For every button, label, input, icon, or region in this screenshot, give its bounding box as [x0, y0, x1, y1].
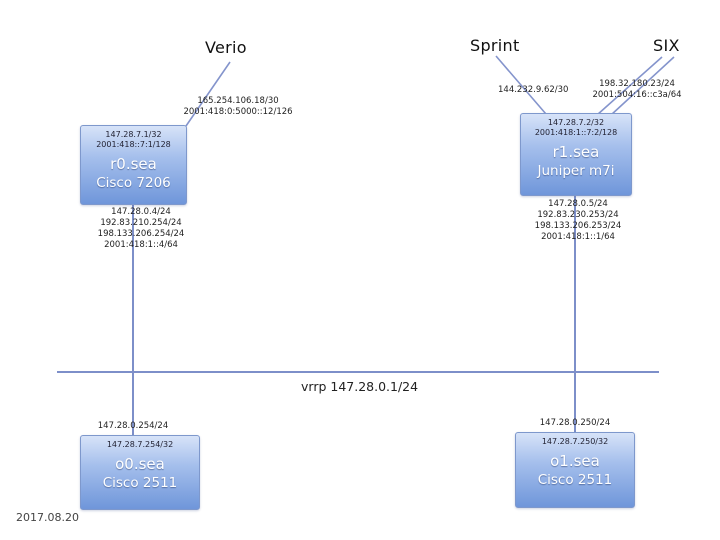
- r1-lan-3: 198.133.206.253/24: [534, 221, 622, 231]
- o1-lan-address: 147.28.0.250/24: [539, 418, 611, 428]
- r1-model: Juniper m7i: [537, 163, 615, 179]
- o0-model: Cisco 2511: [102, 475, 178, 491]
- provider-label-six: SIX: [653, 36, 680, 55]
- node-r0: 147.28.7.1/32 2001:418::7:1/128 r0.sea C…: [80, 125, 187, 205]
- o0-loopback: 147.28.7.254/32: [106, 440, 174, 449]
- provider-label-verio: Verio: [205, 38, 247, 57]
- r1-lan-2: 192.83.230.253/24: [537, 210, 619, 220]
- node-o0: 147.28.7.254/32 o0.sea Cisco 2511: [80, 435, 200, 510]
- r0-uplink-v6: 2001:418:0:5000::12/126: [183, 107, 293, 117]
- vrrp-label: vrrp 147.28.0.1/24: [301, 379, 419, 394]
- r0-uplink-addresses: 165.254.106.18/30 2001:418:0:5000::12/12…: [182, 96, 294, 118]
- r0-model: Cisco 7206: [96, 175, 171, 191]
- r0-lan-3: 198.133.206.254/24: [97, 229, 185, 239]
- node-o1: 147.28.7.250/32 o1.sea Cisco 2511: [515, 432, 635, 508]
- six-link-addresses: 198.32.180.23/24 2001:504:16::c3a/64: [584, 79, 690, 101]
- sprint-link-address: 144.232.9.62/30: [498, 85, 569, 95]
- r0-loopback-v4: 147.28.7.1/32: [105, 130, 162, 139]
- o1-loopback: 147.28.7.250/32: [541, 437, 609, 446]
- r0-name: r0.sea: [110, 155, 157, 173]
- o1-name: o1.sea: [550, 452, 600, 470]
- o1-lan-address-wrap: 147.28.0.250/24: [515, 418, 635, 429]
- r0-lan-4: 2001:418:1::4/64: [104, 240, 178, 250]
- o1-model: Cisco 2511: [537, 472, 613, 488]
- r1-lan-addresses: 147.28.0.5/24 192.83.230.253/24 198.133.…: [518, 199, 638, 243]
- date-label: 2017.08.20: [16, 511, 79, 524]
- r1-lan-1: 147.28.0.5/24: [548, 199, 608, 209]
- r1-name: r1.sea: [552, 143, 600, 161]
- six-link-v4: 198.32.180.23/24: [599, 79, 675, 89]
- provider-label-sprint: Sprint: [470, 36, 520, 55]
- r0-lan-2: 192.83.210.254/24: [100, 218, 182, 228]
- r0-uplink-v4: 165.254.106.18/30: [197, 96, 279, 106]
- r1-loopback-v6: 2001:418:1::7:2/128: [534, 128, 618, 137]
- six-link-v6: 2001:504:16::c3a/64: [592, 90, 682, 100]
- o0-lan-address-wrap: 147.28.0.254/24: [73, 421, 193, 432]
- node-r1: 147.28.7.2/32 2001:418:1::7:2/128 r1.sea…: [520, 113, 632, 196]
- o0-lan-address: 147.28.0.254/24: [97, 421, 169, 431]
- r1-loopback-v4: 147.28.7.2/32: [547, 118, 605, 127]
- r0-lan-addresses: 147.28.0.4/24 192.83.210.254/24 198.133.…: [81, 207, 201, 251]
- r1-lan-4: 2001:418:1::1/64: [541, 232, 615, 242]
- r0-lan-1: 147.28.0.4/24: [111, 207, 171, 217]
- r0-loopback-v6: 2001:418::7:1/128: [96, 140, 171, 149]
- o0-name: o0.sea: [115, 455, 165, 473]
